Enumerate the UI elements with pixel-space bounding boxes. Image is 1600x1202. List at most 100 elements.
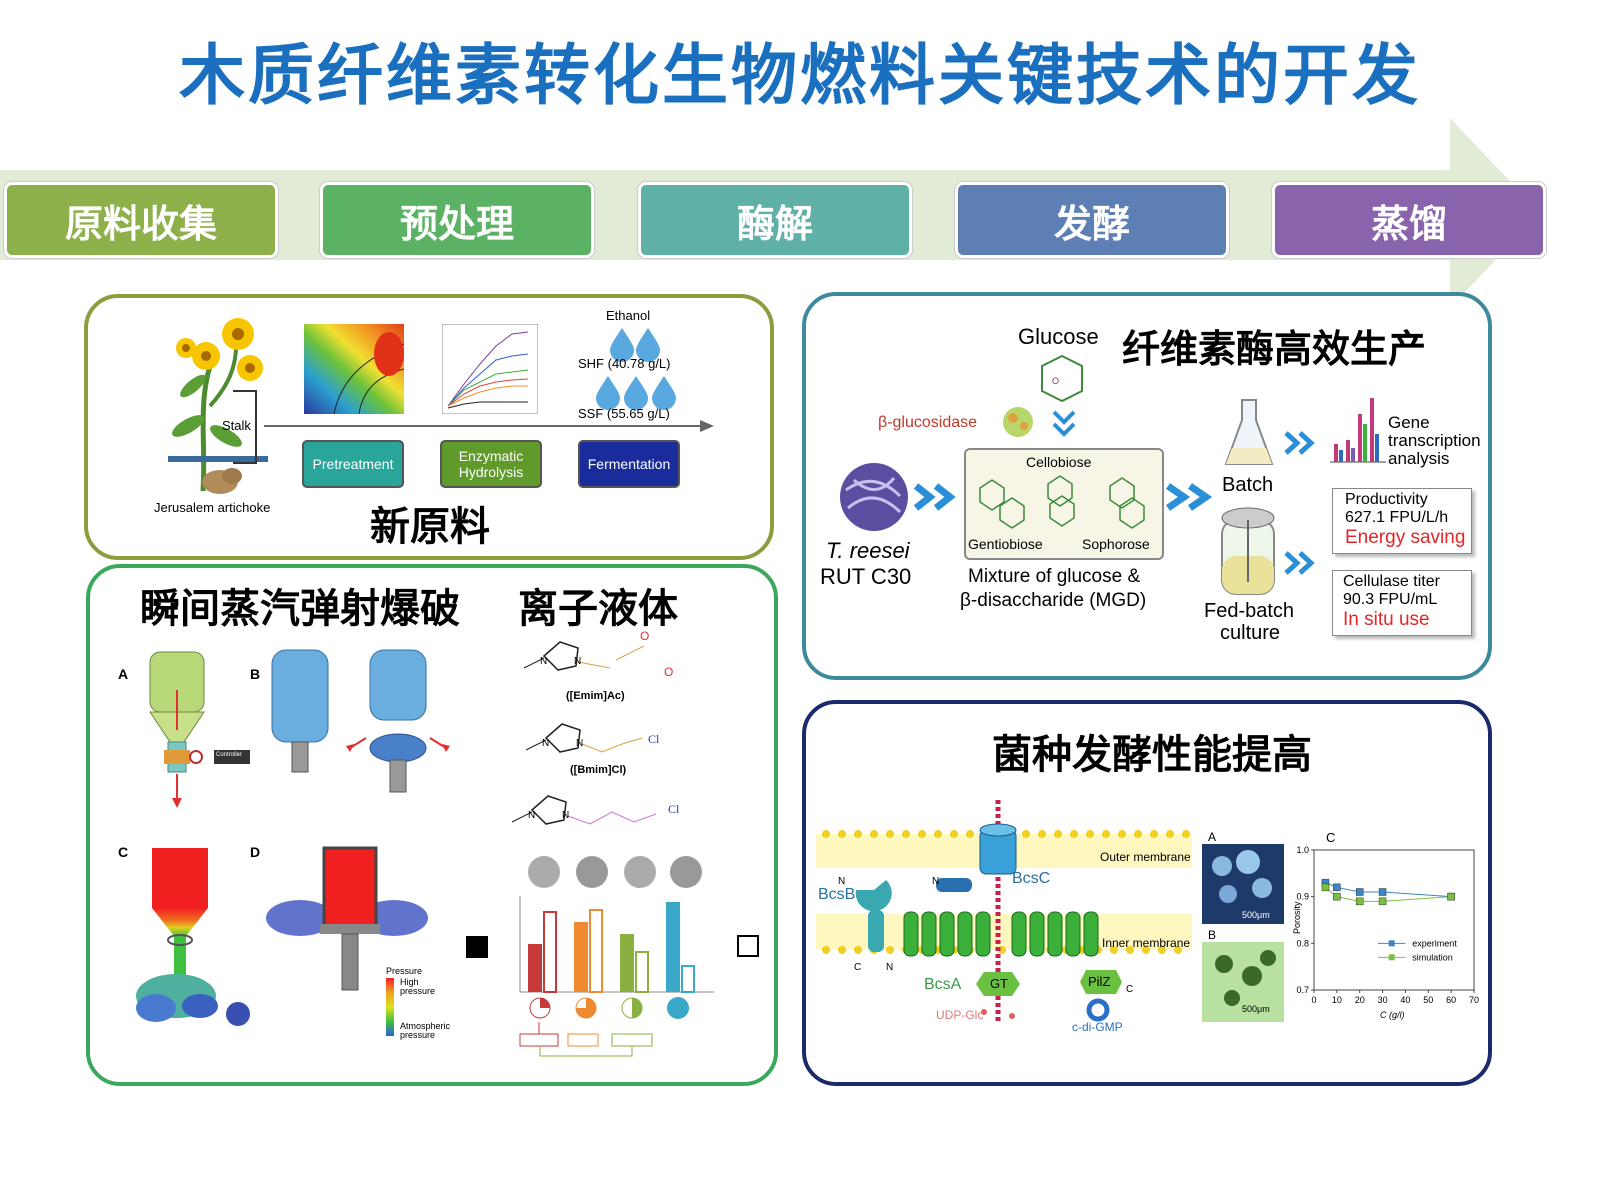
fermentation-box: Fermentation xyxy=(578,440,680,488)
gt-label: GT xyxy=(990,976,1009,991)
double-chevron-icon xyxy=(1284,551,1315,575)
titer-value: 90.3 FPU/mL xyxy=(1343,591,1438,608)
svg-text:N: N xyxy=(576,738,583,749)
steam-explosion-c-icon xyxy=(136,848,250,1026)
c-terminus-label-2: C xyxy=(1126,984,1134,995)
steam-explosion-heading: 瞬间蒸汽弹射爆破 xyxy=(140,587,460,631)
porosity-ylabel-text: Porosity xyxy=(1292,901,1302,934)
energy-saving-label: Energy saving xyxy=(1345,527,1466,548)
atm-pressure-label: Atmospheric pressure xyxy=(400,1022,450,1040)
batch-label: Batch xyxy=(1222,474,1274,496)
cellulose-synthase-diagram xyxy=(816,800,1192,1024)
double-chevron-icon xyxy=(1166,483,1213,511)
stalk-label: Stalk xyxy=(222,418,251,433)
gene-line1: Gene xyxy=(1388,413,1430,432)
strain-heading: 菌种发酵性能提高 xyxy=(992,733,1312,777)
stalk-bracket xyxy=(233,390,257,464)
data-point-simulation xyxy=(1447,892,1455,901)
micrograph-b-image xyxy=(1202,942,1284,1022)
pilz-label: PilZ xyxy=(1088,974,1111,989)
x-tick-label: 70 xyxy=(1469,995,1479,1005)
response-surface-plot xyxy=(304,324,404,414)
double-chevron-icon xyxy=(1284,431,1315,455)
c-terminus-label: C xyxy=(854,962,862,973)
gene-expression-chart xyxy=(1330,398,1386,463)
fermenter-icon xyxy=(1221,507,1275,595)
step-feedstock-collection: 原料收集 xyxy=(4,182,278,258)
data-point-simulation xyxy=(1355,897,1364,906)
step-pretreatment: 预处理 xyxy=(320,182,594,258)
x-tick-label: 10 xyxy=(1332,995,1342,1005)
ethanol-label: Ethanol xyxy=(606,308,651,323)
pressure-legend-title: Pressure xyxy=(386,966,423,976)
data-point-simulation xyxy=(1333,892,1341,901)
steam-reactor-a-icon xyxy=(149,651,250,808)
bglucosidase-text: β-glucosidase xyxy=(878,414,978,431)
chloride-label-1: Cl xyxy=(648,732,660,746)
atm-line2: pressure xyxy=(400,1030,436,1040)
n-terminus-label-3: N xyxy=(886,962,894,973)
step-label: 预处理 xyxy=(399,203,514,246)
micrograph-a-image xyxy=(1202,844,1284,924)
fed-batch-line1: Fed-batch xyxy=(1204,600,1295,622)
in-situ-label: In situ use xyxy=(1343,609,1430,630)
udp-glc-label: UDP-Glc xyxy=(936,1008,984,1022)
plot-frame xyxy=(1313,849,1475,991)
panel-letter-b: B xyxy=(250,666,261,682)
cellulase-panel: Glucose 纤维素酶高效生产 O β-glucosidase T. rees… xyxy=(802,292,1492,680)
micrograph-a-letter: A xyxy=(1208,830,1217,844)
gentiobiose-label: Gentiobiose xyxy=(968,536,1043,552)
bmim-cl-label: ([Bmim]Cl) xyxy=(570,764,627,776)
page-title: 木质纤维素转化生物燃料关键技术的开发 xyxy=(179,38,1421,112)
step-label: 发酵 xyxy=(1053,203,1130,246)
high-line2: pressure xyxy=(400,986,436,996)
fed-batch-line2: culture xyxy=(1220,622,1281,644)
feedstock-panel: Stalk Jerusalem artichoke Ethanol SHF (4… xyxy=(84,294,774,560)
outer-membrane-label: Outer membrane xyxy=(1100,850,1191,864)
svg-text:O: O xyxy=(1052,376,1059,386)
svg-text:N: N xyxy=(540,656,547,667)
ssf-label: SSF (55.65 g/L) xyxy=(578,406,670,421)
flask-icon xyxy=(1224,399,1274,465)
panel-letter-c: C xyxy=(118,844,129,860)
process-flow-arrow xyxy=(264,420,714,432)
panel-letter-d: D xyxy=(250,844,261,860)
bcsc-label: BcsC xyxy=(1012,870,1051,887)
pretreatment-panel: 瞬间蒸汽弹射爆破 离子液体 A B C D Controller xyxy=(86,564,778,1086)
x-tick-label: 40 xyxy=(1400,995,1410,1005)
controller-label: Controller xyxy=(216,752,243,758)
svg-text:N: N xyxy=(528,810,535,821)
y-tick-label: 0.9 xyxy=(1296,892,1309,902)
panel-letter-a: A xyxy=(118,666,129,682)
sophorose-label: Sophorose xyxy=(1082,536,1150,552)
hydrolysis-curve-plot xyxy=(442,324,538,414)
strain-panel: 菌种发酵性能提高 Outer membrane Inner membrane B… xyxy=(802,700,1492,1086)
steam-reactor-b1-icon xyxy=(271,649,329,773)
legend-label-experiment: experiment xyxy=(1412,938,1457,948)
atm-line1: Atmospheric xyxy=(400,1021,451,1031)
jerusalem-artichoke-icon xyxy=(172,318,263,492)
feedstock-heading: 新原料 xyxy=(370,505,490,549)
svg-text:N: N xyxy=(574,656,581,667)
c-di-gmp-label: c-di-GMP xyxy=(1072,1020,1123,1034)
mgd-label-line1: Mixture of glucose & xyxy=(968,566,1141,587)
chloride-label-2: Cl xyxy=(668,802,680,816)
chart-c-letter: C xyxy=(1326,830,1336,845)
y-tick-label: 0.8 xyxy=(1296,938,1309,948)
n-terminus-label-2: N xyxy=(932,876,940,887)
high-pressure-label: High pressure xyxy=(400,978,435,996)
high-line1: High xyxy=(400,977,419,987)
y-tick-label: 0.7 xyxy=(1296,985,1309,995)
x-tick-label: 20 xyxy=(1355,995,1365,1005)
tuber-icon xyxy=(202,468,242,494)
ionic-liquid-heading: 离子液体 xyxy=(518,587,678,631)
cellobiose-label: Cellobiose xyxy=(1026,454,1092,470)
data-point-simulation xyxy=(1378,897,1387,906)
porosity-xlabel: C (g/l) xyxy=(1380,1010,1405,1020)
data-point-simulation xyxy=(1321,883,1330,892)
series-line-simulation xyxy=(1325,886,1452,902)
bcsb-label: BcsB xyxy=(818,886,856,903)
series-line-experiment xyxy=(1325,882,1452,898)
